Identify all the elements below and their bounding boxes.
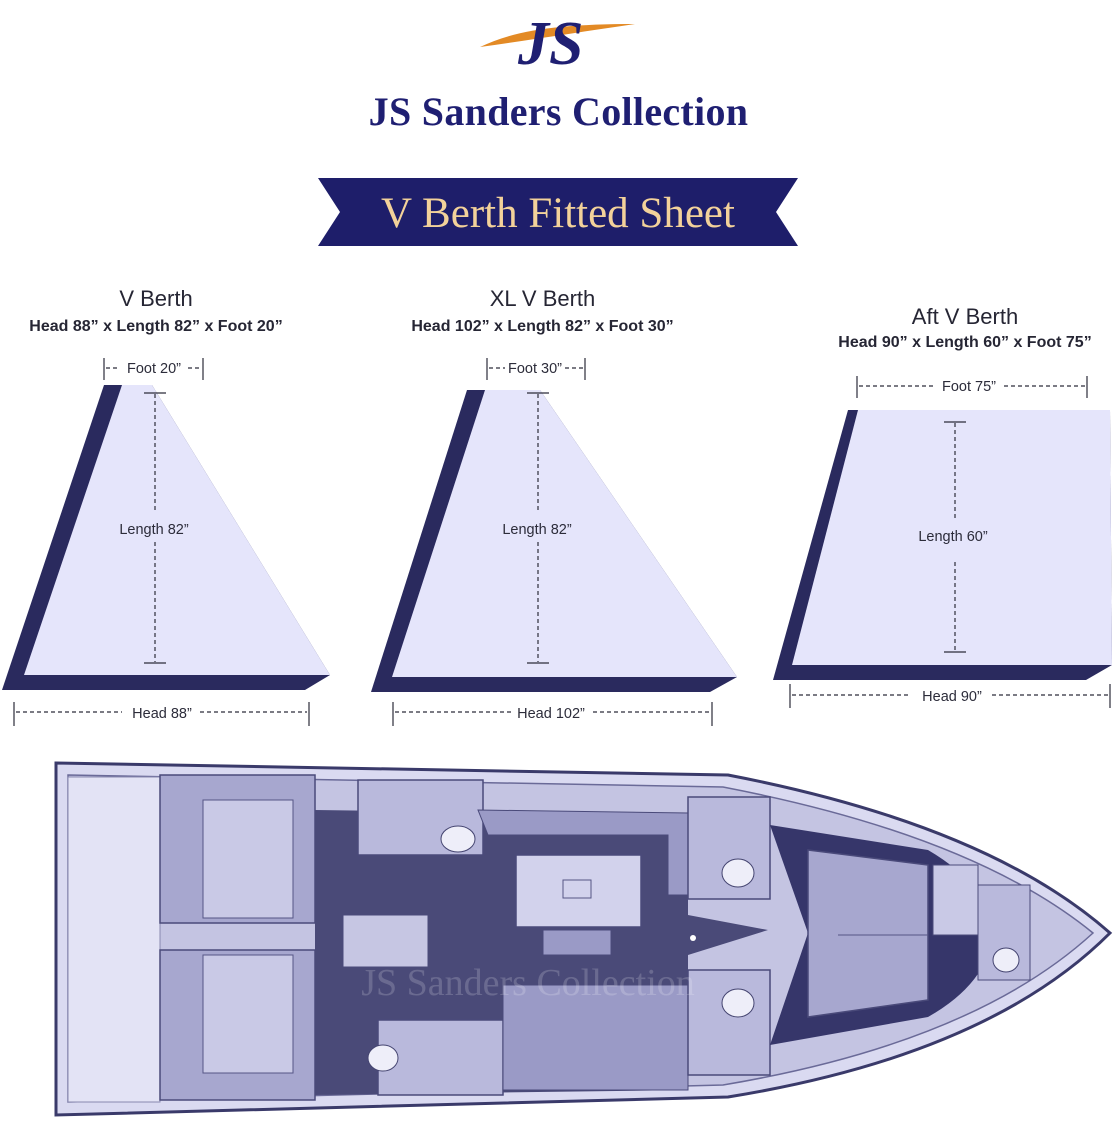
saloon-table	[515, 854, 642, 928]
aft-v-berth-sheet	[792, 410, 1112, 665]
xl-v-berth-diagram: Foot 30” Length 82” Head 102”	[371, 358, 737, 726]
v-berth-head-label: Head 88”	[132, 706, 192, 722]
berth-dims-v-berth: Head 88” x Length 82” x Foot 20”	[29, 318, 283, 335]
banner-title: V Berth Fitted Sheet	[381, 190, 735, 237]
nav-step	[342, 914, 429, 968]
aft-v-berth-head-label: Head 90”	[922, 689, 982, 705]
v-berth-sheet	[24, 385, 330, 675]
brand-logo-mark: JS	[480, 10, 635, 78]
xl-v-berth-length-label: Length 82”	[502, 522, 572, 538]
forward-v-berth	[807, 849, 929, 1018]
logo-monogram: JS	[517, 10, 583, 78]
v-berth-diagram: Foot 20” Length 82” Head 88”	[2, 358, 330, 726]
floor-plan-watermark: JS Sanders Collection	[361, 962, 695, 1004]
xl-v-berth-head-label: Head 102”	[517, 706, 585, 722]
xl-v-berth-foot-label: Foot 30”	[508, 361, 562, 377]
head-forward-starboard	[687, 969, 771, 1076]
boat-floor-plan: JS Sanders Collection	[54, 761, 1113, 1117]
aft-v-berth-diagram: Foot 75” Length 60” Head 90”	[773, 376, 1112, 708]
v-berth-foot-label: Foot 20”	[127, 361, 181, 377]
v-berth-length-label: Length 82”	[119, 522, 189, 538]
xl-v-berth-sheet	[392, 390, 737, 677]
aft-v-berth-foot-label: Foot 75”	[942, 379, 996, 395]
head-aft-starboard	[377, 1019, 504, 1096]
berth-title-aft-v-berth: Aft V Berth	[911, 304, 1019, 329]
berth-title-xl-v-berth: XL V Berth	[489, 286, 596, 311]
berth-title-v-berth: V Berth	[119, 286, 193, 311]
brand-name: JS Sanders Collection	[368, 89, 749, 134]
title-banner	[318, 178, 798, 246]
berth-dims-aft-v-berth: Head 90” x Length 60” x Foot 75”	[838, 334, 1092, 351]
aft-v-berth-length-label: Length 60”	[918, 529, 988, 545]
berth-dims-xl-v-berth: Head 102” x Length 82” x Foot 30”	[411, 318, 674, 335]
